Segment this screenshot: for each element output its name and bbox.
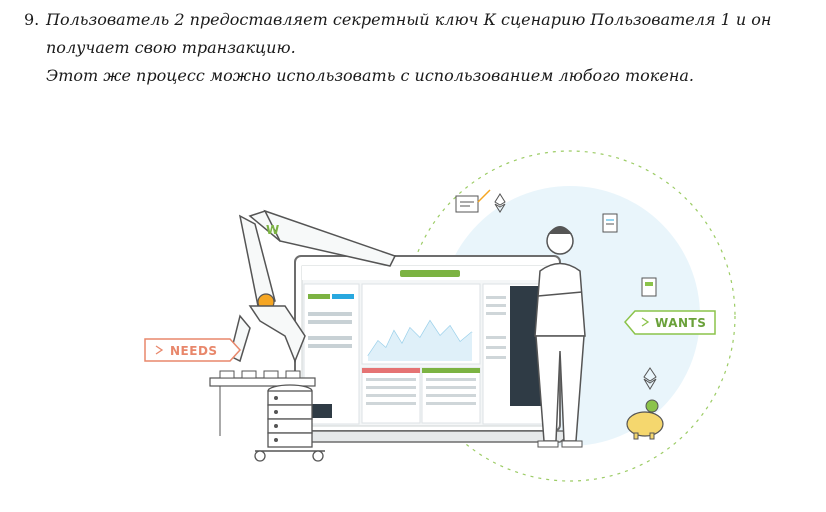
orbit-ring: [404, 150, 736, 482]
wants-label: WANTS: [655, 316, 706, 330]
step-line-3: Этот же процесс можно использовать с исп…: [46, 66, 694, 85]
needs-label: NEEDS: [170, 344, 218, 358]
ethereum-icon: [643, 367, 657, 390]
piggy-bank-icon: [626, 399, 664, 440]
card-icon: [641, 277, 657, 297]
contract-icon: [455, 189, 491, 213]
server-stack: [254, 384, 325, 462]
needs-tag: NEEDS: [144, 338, 242, 362]
step-line-2: получает свою транзакцию.: [46, 38, 296, 57]
person-figure: [534, 226, 586, 448]
step-9-paragraph: 9. Пользователь 2 предоставляет секретны…: [24, 6, 804, 90]
robotic-arm: W: [229, 209, 397, 364]
arm-logo-letter: W: [266, 223, 279, 237]
document-icon: [602, 213, 618, 233]
step-number: 9.: [24, 10, 40, 29]
ethereum-icon: [494, 193, 506, 213]
step-line-1: Пользователь 2 предоставляет секретный к…: [46, 10, 772, 29]
atomic-swap-illustration: W: [90, 106, 790, 502]
wants-tag: WANTS: [624, 310, 716, 335]
laptop: [277, 255, 578, 443]
